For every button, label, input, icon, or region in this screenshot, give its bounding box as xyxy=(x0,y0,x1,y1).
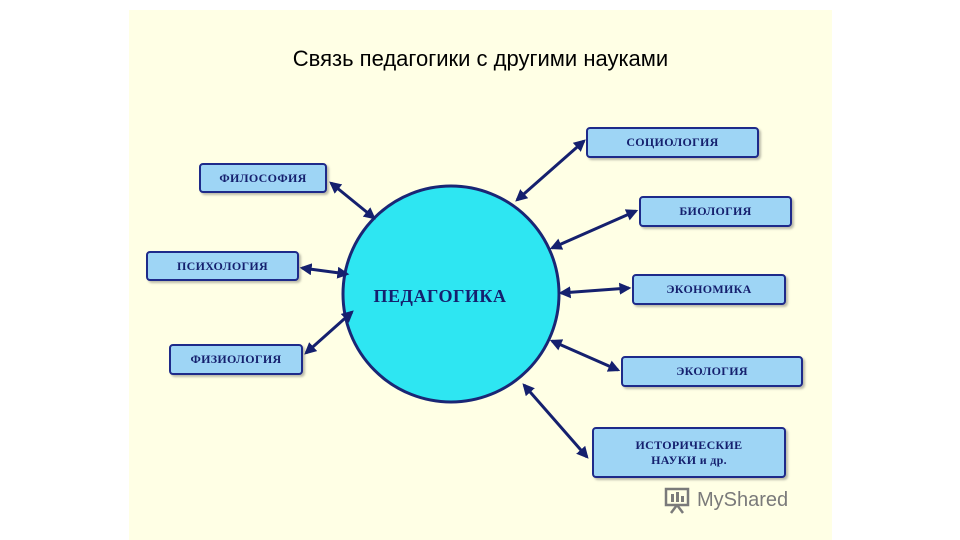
arrow-ecology xyxy=(549,339,621,372)
box-historical-sciences-label: ИСТОРИЧЕСКИЕ НАУКИ и др. xyxy=(635,438,743,467)
myshared-text: MyShared xyxy=(697,488,789,511)
box-physiology-label: ФИЗИОЛОГИЯ xyxy=(190,352,282,367)
arrow-philosophy xyxy=(329,181,376,220)
arrow-psychology xyxy=(299,263,350,279)
arrow-physiology xyxy=(304,310,354,355)
box-ecology: ЭКОЛОГИЯ xyxy=(621,356,803,387)
box-historical-sciences: ИСТОРИЧЕСКИЕ НАУКИ и др. xyxy=(592,427,786,478)
box-philosophy-label: ФИЛОСОФИЯ xyxy=(219,170,307,185)
box-philosophy: ФИЛОСОФИЯ xyxy=(199,163,327,193)
slide-title: Связь педагогики с другими науками xyxy=(292,46,669,71)
myshared-watermark: MyShared xyxy=(663,485,788,515)
pedagogy-label: ПЕДАГОГИКА xyxy=(373,286,507,306)
arrow-economics xyxy=(558,282,632,299)
box-biology: БИОЛОГИЯ xyxy=(639,196,792,227)
box-sociology-label: СОЦИОЛОГИЯ xyxy=(626,135,719,150)
box-sociology: СОЦИОЛОГИЯ xyxy=(586,127,759,158)
box-biology-label: БИОЛОГИЯ xyxy=(679,204,752,219)
arrow-history xyxy=(522,383,589,459)
arrow-sociology xyxy=(515,139,586,202)
box-physiology: ФИЗИОЛОГИЯ xyxy=(169,344,303,375)
box-psychology: ПСИХОЛОГИЯ xyxy=(146,251,299,281)
box-economics-label: ЭКОНОМИКА xyxy=(666,282,752,297)
box-ecology-label: ЭКОЛОГИЯ xyxy=(676,364,748,379)
myshared-logo-icon xyxy=(664,487,690,514)
arrow-biology xyxy=(549,209,639,250)
box-economics: ЭКОНОМИКА xyxy=(632,274,786,305)
box-psychology-label: ПСИХОЛОГИЯ xyxy=(176,258,269,273)
